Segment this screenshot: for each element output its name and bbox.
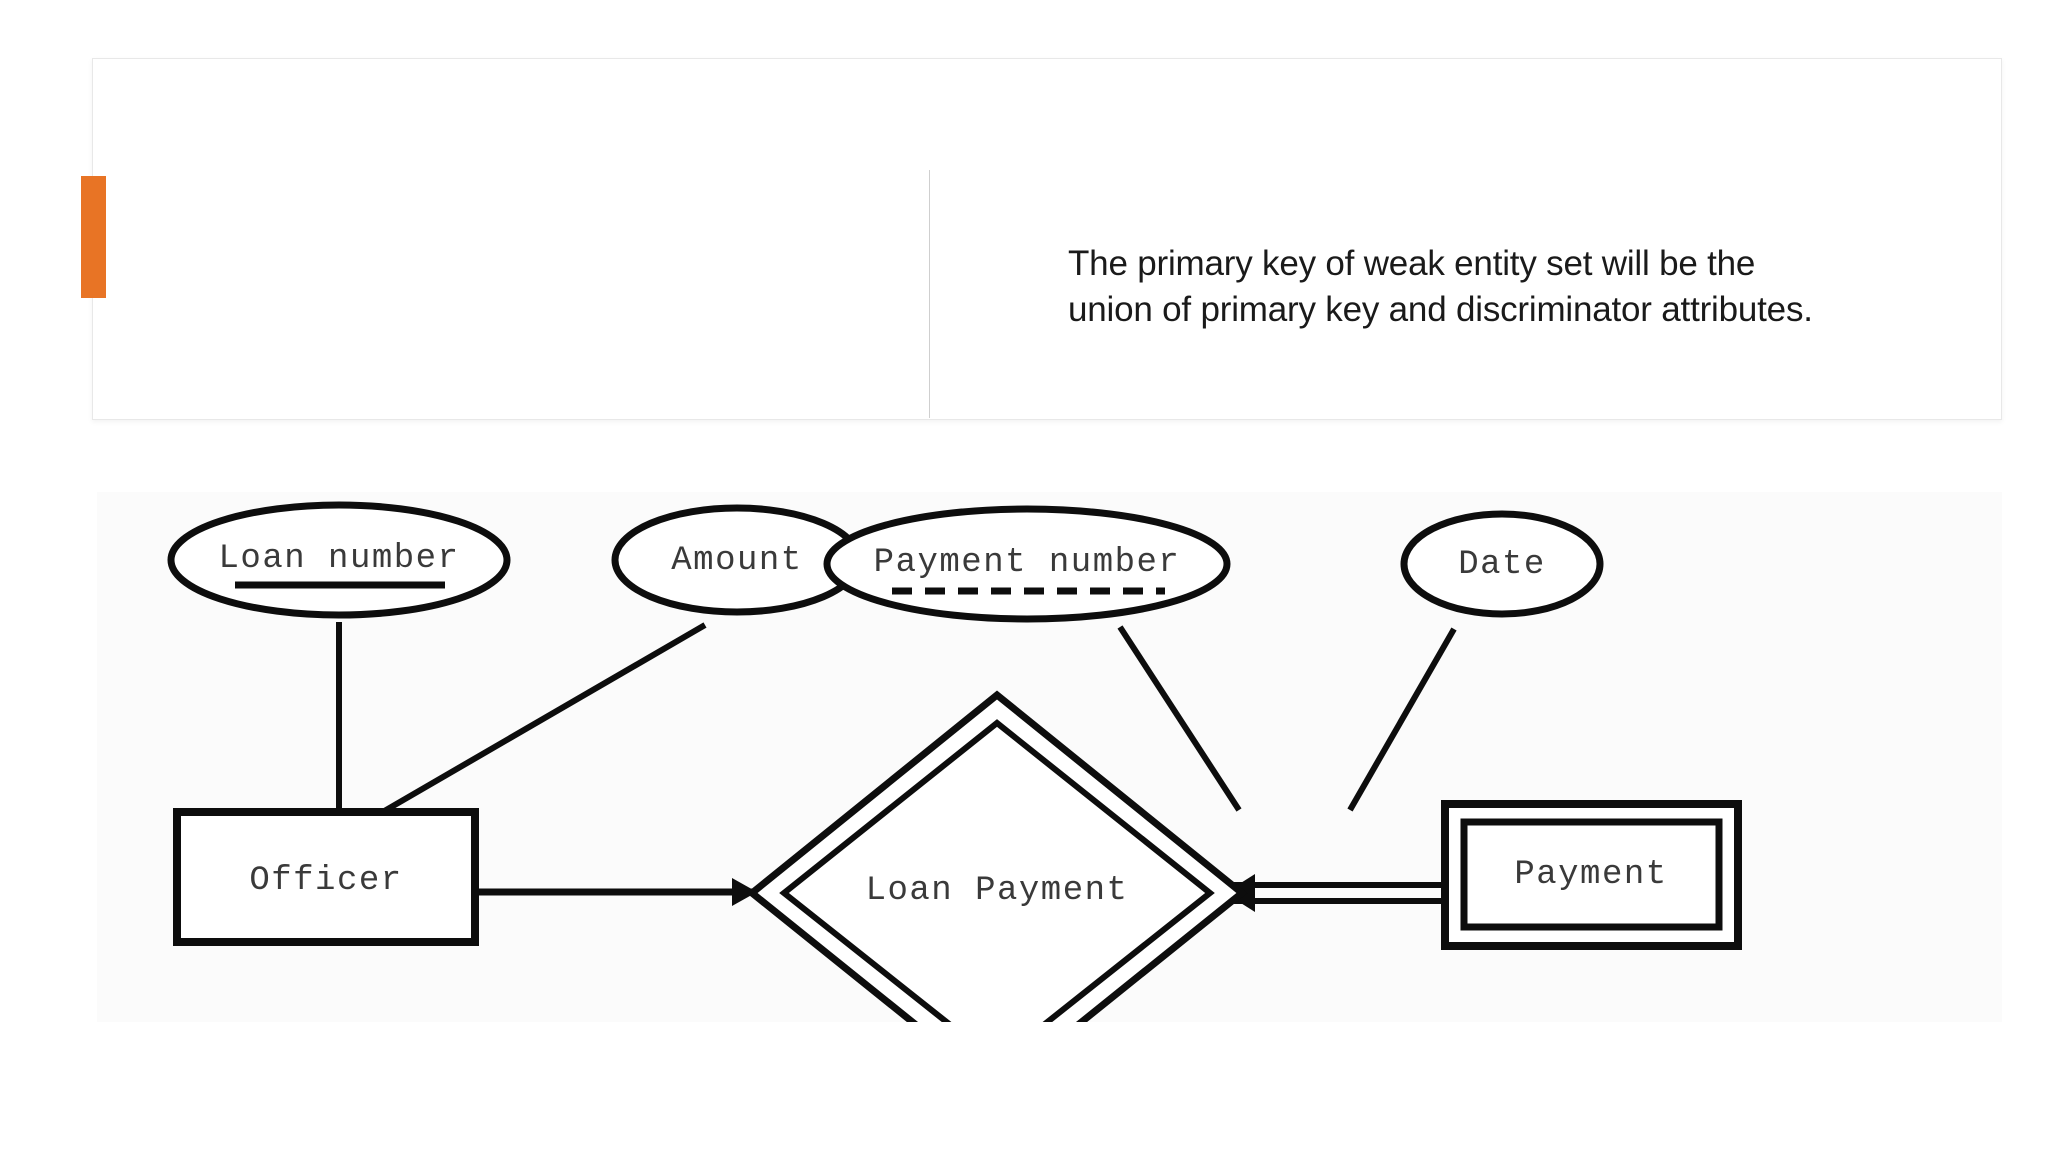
callout-vertical-divider: [929, 170, 930, 418]
ellipse-date: [1400, 510, 1604, 618]
connector-payment-number-to-payment: [1117, 625, 1242, 812]
callout-text: The primary key of weak entity set will …: [1068, 244, 1813, 329]
connector-payment-to-loan-payment: [1225, 874, 1447, 912]
connector-date-to-payment: [1347, 627, 1457, 812]
attribute-loan-number-label: Loan number: [219, 540, 460, 578]
attribute-payment-number[interactable]: Payment number: [823, 505, 1231, 623]
entity-payment-label: Payment: [1514, 856, 1667, 894]
attribute-date-label: Date: [1458, 546, 1546, 584]
relationship-loan-payment[interactable]: Loan Payment: [746, 690, 1248, 1022]
rect-officer: [173, 808, 479, 946]
connector-officer-to-loan-payment: [475, 878, 757, 906]
attribute-amount-label: Amount: [671, 542, 802, 580]
callout-card: The primary key of weak entity set will …: [92, 58, 2002, 420]
entity-officer[interactable]: Officer: [173, 808, 479, 946]
er-diagram-panel: Loan number Amount Payment number Date O…: [97, 492, 2002, 1022]
entity-officer-label: Officer: [249, 862, 402, 900]
connector-amount-to-officer: [372, 622, 707, 820]
er-diagram-canvas: Loan number Amount Payment number Date O…: [167, 501, 1742, 1022]
attribute-loan-number[interactable]: Loan number: [167, 501, 511, 619]
diamond-loan-payment-inner: [779, 719, 1215, 1022]
arrowhead-officer-side: [732, 878, 757, 906]
orange-accent-bar: [81, 176, 106, 298]
attribute-date[interactable]: Date: [1400, 510, 1604, 618]
entity-payment[interactable]: Payment: [1441, 800, 1742, 950]
attribute-amount[interactable]: Amount: [611, 504, 863, 616]
attribute-payment-number-label: Payment number: [874, 544, 1181, 582]
relationship-loan-payment-label: Loan Payment: [866, 872, 1129, 910]
rect-payment-inner: [1460, 818, 1723, 931]
